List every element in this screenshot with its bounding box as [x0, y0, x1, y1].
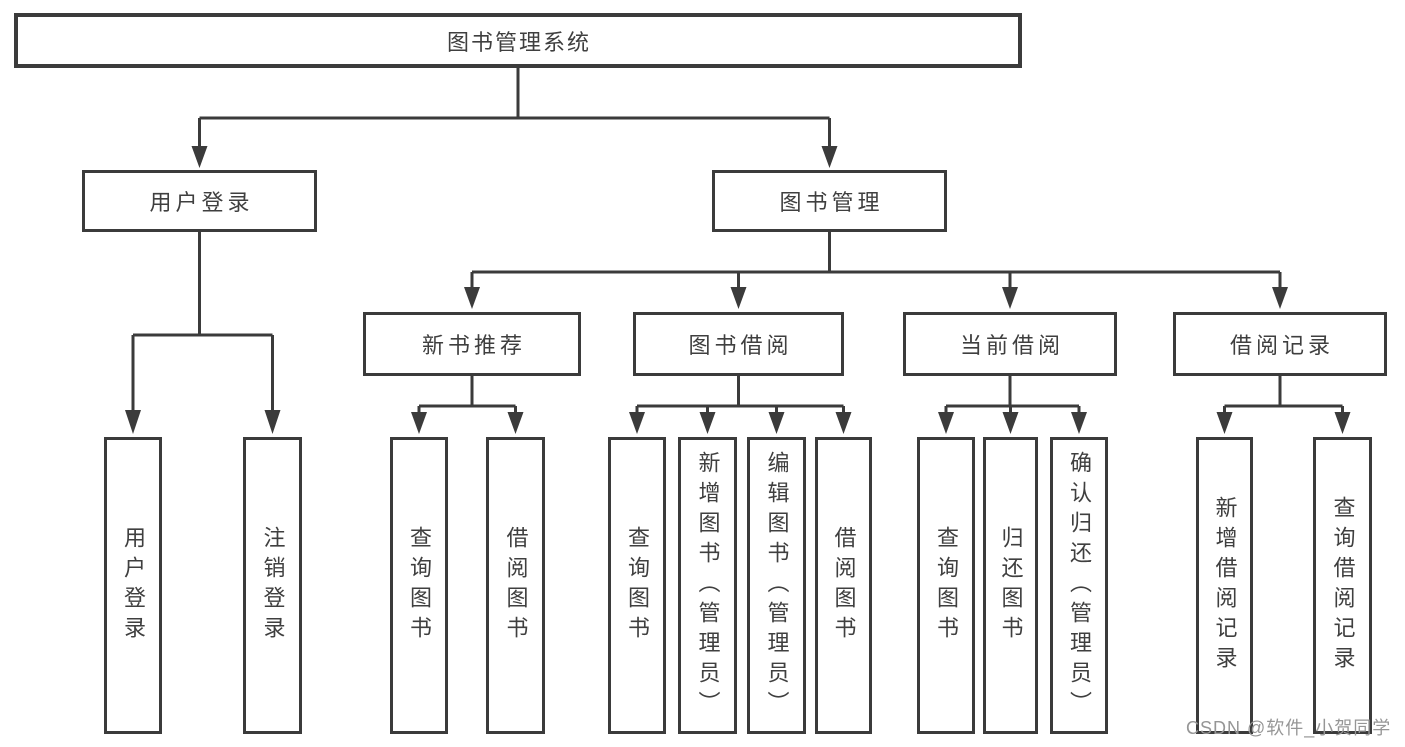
leaf-query-borrow-record: 查询借阅记录: [1313, 437, 1372, 734]
arrowhead-borrow-records: [1272, 287, 1288, 309]
connector-book-borrow-children: [629, 376, 852, 434]
node-borrow-records-label: 借阅记录: [1229, 333, 1334, 358]
leaf-logout-label: 注销登录: [260, 525, 286, 646]
arrowhead-user-login: [191, 146, 208, 168]
connector-borrow-records-children: [1216, 376, 1351, 434]
leaf-recommend-borrow-books: 借阅图书: [486, 437, 545, 734]
leaf-add-books-admin: 新增图书（管理员）: [678, 437, 737, 734]
node-book-borrow: 图书借阅: [633, 312, 844, 376]
connector-line: [470, 232, 1282, 290]
arrowhead-confirm-return-d3: [1071, 412, 1087, 434]
leaf-return-books: 归还图书: [983, 437, 1038, 734]
node-borrow-records: 借阅记录: [1173, 312, 1387, 376]
node-new-book-recommend-label: 新书推荐: [421, 333, 526, 358]
leaf-user-login: 用户登录: [104, 437, 162, 734]
leaf-borrow-books-label: 借阅图书: [831, 525, 857, 646]
node-new-book-recommend: 新书推荐: [363, 312, 581, 376]
connector-line: [1223, 376, 1344, 414]
leaf-current-query-books-label: 查询图书: [934, 525, 959, 646]
arrowhead-edit-books-c3: [768, 412, 785, 434]
connector-line: [131, 232, 274, 414]
connector-current-borrow-children: [938, 376, 1087, 434]
node-current-borrow-label: 当前借阅: [959, 333, 1064, 358]
leaf-borrow-query-books: 查询图书: [608, 437, 666, 734]
leaf-edit-books-admin: 编辑图书（管理员）: [747, 437, 806, 734]
node-root: 图书管理系统: [14, 13, 1022, 68]
arrowhead-leaf-user-login: [125, 410, 141, 434]
leaf-logout: 注销登录: [243, 437, 302, 734]
connector-line: [417, 376, 517, 414]
arrowhead-current-borrow: [1002, 287, 1018, 309]
leaf-query-borrow-record-label: 查询借阅记录: [1330, 495, 1356, 676]
arrowhead-book-management: [821, 146, 838, 168]
leaf-confirm-return-admin-label: 确认归还（管理员）: [1067, 450, 1092, 721]
arrowhead-new-book-recommend: [464, 287, 480, 309]
arrowhead-add-record-e1: [1216, 412, 1233, 434]
node-user-login-label: 用户登录: [149, 190, 254, 215]
connector-line: [635, 376, 845, 414]
arrowhead-query-books-b1: [411, 412, 427, 434]
leaf-borrow-query-books-label: 查询图书: [625, 525, 650, 646]
node-book-management-label: 图书管理: [779, 190, 884, 215]
node-user-login: 用户登录: [82, 170, 317, 232]
leaf-user-login-label: 用户登录: [121, 525, 146, 646]
arrowhead-query-books-d1: [938, 412, 954, 434]
node-book-management: 图书管理: [712, 170, 947, 232]
node-current-borrow: 当前借阅: [903, 312, 1117, 376]
connector-root-to-level2: [191, 68, 838, 168]
leaf-return-books-label: 归还图书: [998, 525, 1024, 646]
leaf-confirm-return-admin: 确认归还（管理员）: [1050, 437, 1108, 734]
leaf-current-query-books: 查询图书: [917, 437, 975, 734]
arrowhead-query-books-c1: [629, 412, 645, 434]
connector-book-management-children: [464, 232, 1288, 309]
leaf-add-borrow-record-label: 新增借阅记录: [1212, 495, 1238, 676]
connector-line: [944, 376, 1081, 414]
leaf-edit-books-admin-label: 编辑图书（管理员）: [764, 450, 790, 721]
arrowhead-borrow-books-b2: [507, 412, 524, 434]
leaf-add-borrow-record: 新增借阅记录: [1196, 437, 1253, 734]
connector-user-login-children: [125, 232, 281, 434]
csdn-watermark: CSDN @软件_小贺同学: [1186, 718, 1392, 738]
leaf-recommend-query-books-label: 查询图书: [407, 525, 432, 646]
arrowhead-leaf-logout: [264, 410, 281, 434]
leaf-recommend-query-books: 查询图书: [390, 437, 448, 734]
node-root-label: 图书管理系统: [446, 29, 591, 55]
leaf-recommend-borrow-books-label: 借阅图书: [503, 525, 529, 646]
arrowhead-book-borrow: [730, 287, 747, 309]
leaf-borrow-books: 借阅图书: [815, 437, 872, 734]
connector-new-book-recommend-children: [411, 376, 524, 434]
leaf-add-books-admin-label: 新增图书（管理员）: [695, 450, 721, 721]
arrowhead-add-books-c2: [699, 412, 716, 434]
arrowhead-return-books-d2: [1002, 412, 1019, 434]
node-book-borrow-label: 图书借阅: [688, 333, 793, 358]
arrowhead-borrow-books-c4: [835, 412, 852, 434]
connector-line: [198, 68, 831, 150]
arrowhead-query-record-e2: [1334, 412, 1351, 434]
